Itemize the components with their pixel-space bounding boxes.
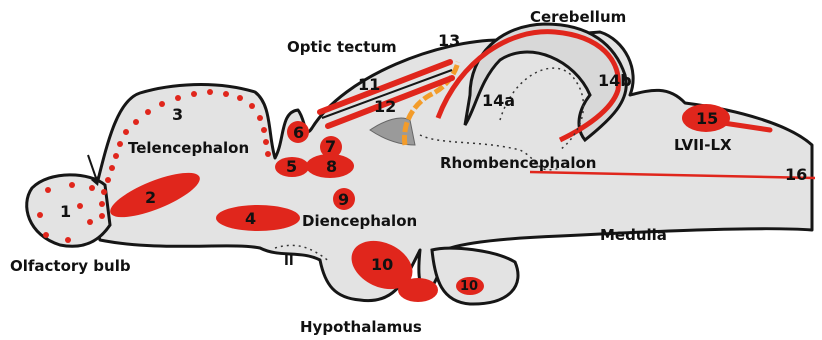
marker-15: 15 (696, 109, 718, 128)
label-hypothalamus: Hypothalamus (300, 318, 422, 336)
marker-2: 2 (145, 188, 156, 207)
marker-1: 1 (60, 202, 71, 221)
region-4 (216, 205, 300, 231)
marker-10a: 10 (371, 255, 393, 274)
marker-14a: 14a (482, 91, 515, 110)
marker-5: 5 (286, 157, 297, 176)
label-optic-tectum: Optic tectum (287, 38, 397, 56)
marker-12: 12 (374, 97, 396, 116)
marker-10b: 10 (460, 279, 478, 294)
marker-11: 11 (358, 75, 380, 94)
label-diencephalon: Diencephalon (302, 212, 417, 230)
label-telencephalon: Telencephalon (128, 139, 249, 157)
hypothalamus-lobe-outline (432, 248, 518, 304)
marker-7: 7 (325, 137, 336, 156)
marker-13: 13 (438, 31, 460, 50)
marker-16: 16 (785, 165, 807, 184)
region-10a-tail (398, 278, 438, 302)
label-cerebellum: Cerebellum (530, 8, 626, 26)
marker-4: 4 (245, 209, 256, 228)
marker-9: 9 (338, 190, 349, 209)
marker-8: 8 (326, 157, 337, 176)
marker-3: 3 (172, 105, 183, 124)
label-olfactory-bulb: Olfactory bulb (10, 257, 131, 275)
label-rhombencephalon: Rhombencephalon (440, 154, 596, 172)
label-roman-two: II (284, 254, 294, 269)
marker-14b: 14b (598, 71, 632, 90)
label-medulla: Medulla (600, 226, 667, 244)
label-lvii-lx: LVII-LX (674, 136, 732, 154)
marker-6: 6 (293, 123, 304, 142)
